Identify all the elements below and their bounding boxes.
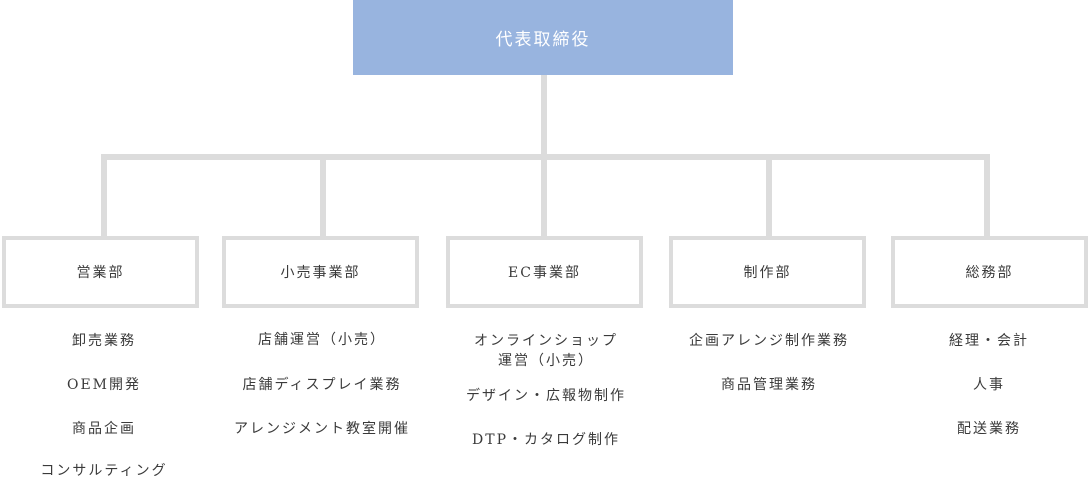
ceo-box: 代表取締役	[353, 0, 733, 75]
dept-box-ec: EC事業部	[446, 236, 643, 308]
duty-item: DTP・カタログ制作	[472, 432, 620, 448]
duty-item: OEM開発	[66, 377, 142, 393]
duty-item: 商品企画	[72, 421, 136, 437]
duty-item: コンサルティング	[40, 463, 168, 479]
duty-item: 人事	[973, 377, 1005, 393]
connector-drop-4	[766, 154, 772, 238]
connector-trunk	[541, 75, 547, 158]
dept-box-sales: 営業部	[2, 236, 199, 308]
duty-item: デザイン・広報物制作	[466, 388, 626, 404]
duty-item: 店舗ディスプレイ業務	[242, 377, 402, 393]
connector-drop-1	[101, 154, 107, 238]
duty-item: 企画アレンジ制作業務	[689, 333, 849, 349]
dept-label: 制作部	[743, 265, 792, 281]
connector-drop-5	[984, 154, 990, 238]
dept-label: 営業部	[76, 265, 125, 281]
ceo-label: 代表取締役	[495, 30, 591, 50]
duty-item: オンラインショップ 運営（小売）	[474, 333, 618, 369]
duty-item: 経理・会計	[949, 333, 1029, 349]
dept-label: 総務部	[965, 265, 1014, 281]
duty-item: 配送業務	[957, 421, 1021, 437]
duty-item: 店舗運営（小売）	[258, 332, 386, 348]
connector-drop-3	[541, 154, 547, 238]
duty-item: 卸売業務	[72, 333, 136, 349]
duty-item: アレンジメント教室開催	[234, 421, 410, 437]
dept-box-general-affairs: 総務部	[891, 236, 1088, 308]
connector-drop-2	[320, 154, 326, 238]
dept-box-production: 制作部	[669, 236, 866, 308]
duty-item: 商品管理業務	[721, 377, 817, 393]
dept-label: EC事業部	[508, 265, 581, 281]
dept-box-retail: 小売事業部	[222, 236, 419, 308]
dept-label: 小売事業部	[280, 265, 361, 281]
